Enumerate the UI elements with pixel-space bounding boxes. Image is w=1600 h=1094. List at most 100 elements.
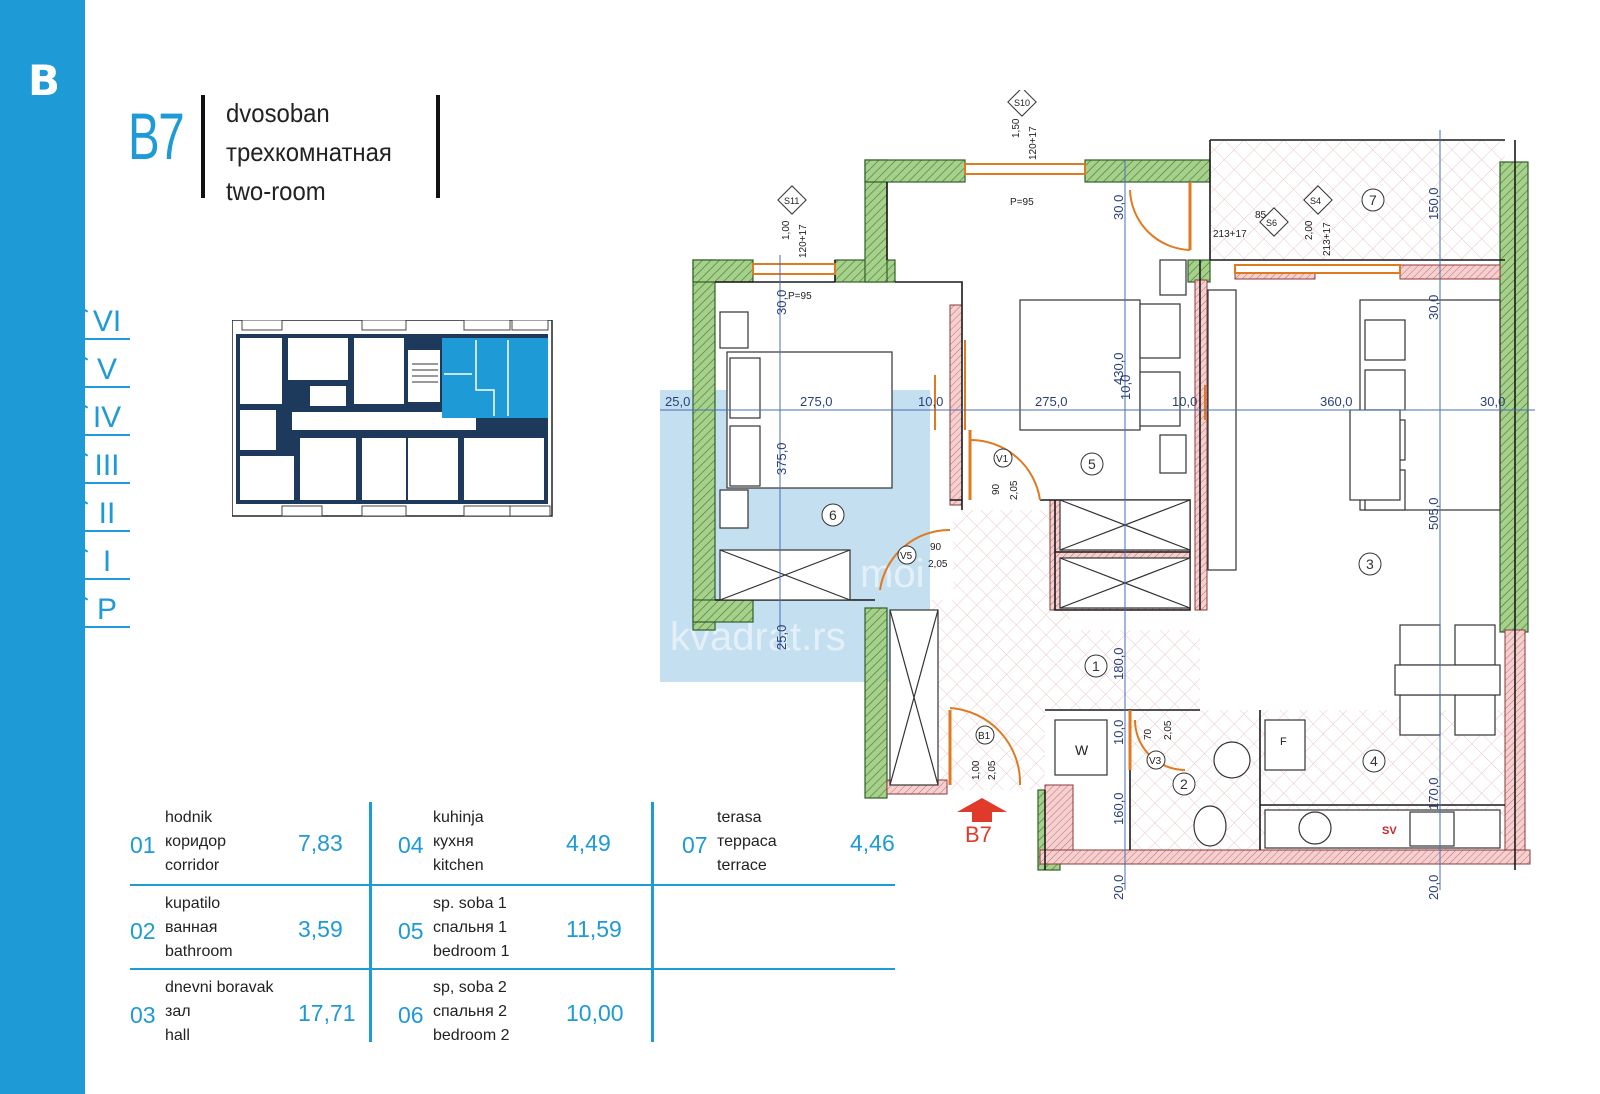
room-marker-circle — [1172, 772, 1196, 796]
window-tag-diamond — [1007, 90, 1037, 117]
room-number: 02 — [130, 918, 156, 944]
room-name-line: terasa — [717, 809, 762, 826]
floor-label: III — [84, 450, 130, 484]
key-plan-selected-unit — [442, 338, 548, 418]
room-area: 4,49 — [566, 830, 611, 856]
fridge — [1264, 719, 1306, 771]
floor-label: II — [84, 498, 130, 532]
floor-label: V — [84, 354, 130, 388]
building-sidebar: B — [0, 0, 85, 1094]
dimension-label: 430,0 — [1111, 352, 1126, 385]
room-marker-circle — [1361, 188, 1385, 212]
door-tag: V3 — [1149, 756, 1162, 767]
door-leaves — [948, 182, 1192, 785]
table-column-divider — [651, 802, 654, 1042]
room-marker-3: 3 — [1358, 552, 1382, 576]
room-name-line: kitchen — [433, 857, 484, 874]
floor-item-ii[interactable]: II — [58, 484, 140, 532]
door-note: 2,05 — [987, 760, 998, 780]
dimension-label: 360,0 — [1320, 394, 1353, 409]
room-marker-7: 7 — [1361, 188, 1385, 212]
room-number: 05 — [398, 918, 424, 944]
room-marker-number: 3 — [1366, 556, 1374, 572]
floor-item-vi[interactable]: VI — [58, 292, 140, 340]
floor-item-iv[interactable]: IV — [58, 388, 140, 436]
room-marker-2: 2 — [1172, 772, 1196, 796]
window-tag-diamond — [1259, 207, 1289, 237]
window-note: P=95 — [1010, 197, 1034, 208]
table-row-divider — [130, 884, 895, 886]
room-name-line: bedroom 1 — [433, 943, 510, 960]
dimension-label: 10,0 — [1118, 375, 1133, 400]
door-tag: V5 — [900, 551, 913, 562]
window-note: P=95 — [788, 291, 812, 302]
room-name-line: bathroom — [165, 943, 233, 960]
dimension-label: 25,0 — [665, 394, 690, 409]
room-area: 3,59 — [298, 916, 343, 942]
floor-label: I — [84, 546, 130, 580]
room-name-line: терраса — [717, 833, 777, 850]
dimension-label: 150,0 — [1426, 187, 1441, 220]
toilet — [1193, 805, 1227, 847]
room-name-line: sp, soba 2 — [433, 979, 507, 996]
room-marker-number: 5 — [1088, 456, 1096, 472]
room-marker-6: 6 — [821, 503, 845, 527]
dimension-label: 30,0 — [774, 290, 789, 315]
room-area: 17,71 — [298, 1000, 356, 1026]
dimension-label: 10,0 — [918, 394, 943, 409]
door-note: 90 — [930, 542, 942, 553]
room-marker-circle — [1358, 552, 1382, 576]
window-tag: S4 — [1310, 196, 1321, 206]
floor-plan: moi kvadrat.rs — [660, 90, 1535, 900]
room-area: 11,59 — [566, 916, 622, 942]
entrance-arrow — [957, 798, 1007, 812]
room-marker-circle — [821, 503, 845, 527]
room-marker-number: 4 — [1370, 753, 1378, 769]
floor-item-v[interactable]: V — [58, 340, 140, 388]
window-note: 213+17 — [1213, 229, 1247, 240]
table-column-divider — [369, 802, 372, 1042]
dining-table — [1394, 664, 1501, 696]
floor-item-i[interactable]: I — [58, 532, 140, 580]
unit-code: B7 — [128, 99, 185, 173]
room-name-line: terrace — [717, 857, 767, 874]
room-name-line: corridor — [165, 857, 220, 874]
stove-label: SV — [1382, 825, 1397, 837]
door-tag-circle — [897, 545, 917, 565]
door-tag: B1 — [978, 731, 991, 742]
room-name-line: спальня 2 — [433, 1003, 508, 1020]
dimension-label: 20,0 — [1426, 875, 1441, 900]
unit-type-sr: dvosoban — [226, 98, 330, 128]
load-bearing-walls — [692, 159, 1529, 871]
room-area: 4,46 — [850, 830, 895, 856]
stove — [1409, 811, 1455, 847]
unit-type-en: two-room — [226, 176, 326, 206]
floor-item-p[interactable]: P — [58, 580, 140, 628]
heading-divider-right — [436, 95, 440, 198]
room-marker-number: 7 — [1369, 192, 1377, 208]
double-bed-2 — [1019, 299, 1141, 431]
floor-label: P — [84, 594, 130, 628]
floor-item-iii[interactable]: III — [58, 436, 140, 484]
windows — [752, 163, 1401, 275]
room-name-line: hall — [165, 1027, 190, 1044]
dimension-label: 25,0 — [774, 625, 789, 650]
heading-divider-left — [201, 95, 205, 198]
room-marker-number: 1 — [1092, 658, 1100, 674]
dimension-label: 160,0 — [1111, 792, 1126, 825]
entrance-label: B7 — [965, 822, 992, 847]
door-note: 2,05 — [1163, 720, 1174, 740]
room-name-line: зал — [165, 1003, 191, 1020]
table-row-divider — [130, 968, 895, 970]
window-tag-diamond — [1303, 185, 1333, 215]
room-marker-number: 6 — [829, 507, 837, 523]
